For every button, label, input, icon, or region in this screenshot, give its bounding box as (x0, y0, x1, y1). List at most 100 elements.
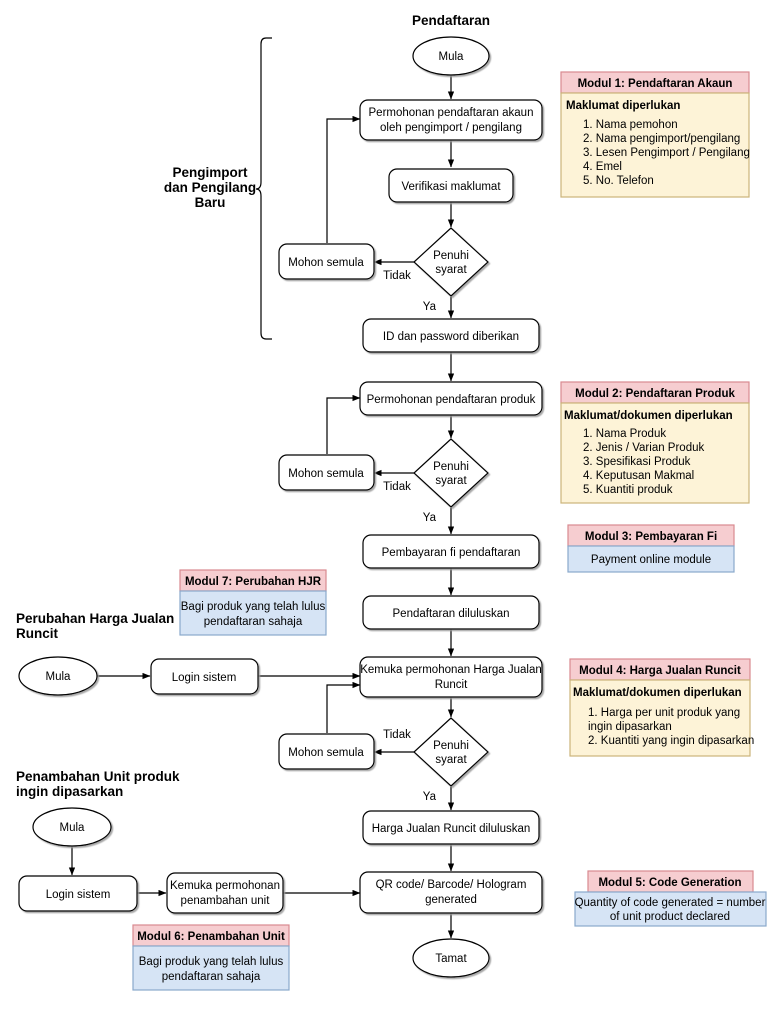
svg-text:Pendaftaran diluluskan: Pendaftaran diluluskan (393, 608, 510, 620)
module-body-line: Bagi produk yang telah lulus (181, 601, 326, 613)
svg-text:syarat: syarat (435, 475, 467, 487)
edge-label-ya-1: Ya (423, 301, 437, 313)
node-start-hjr[interactable]: Mula (18, 656, 98, 696)
module-body-line: Payment online module (591, 554, 711, 566)
edge-label-tidak-3: Tidak (383, 729, 411, 741)
edge-label-ya-3: Ya (423, 791, 437, 803)
module-title: Modul 1: Pendaftaran Akaun (578, 78, 733, 90)
svg-text:Mohon semula: Mohon semula (288, 747, 364, 759)
svg-text:Kemuka permohonan Harga Jualan: Kemuka permohonan Harga Jualan (360, 664, 542, 676)
svg-text:Baru: Baru (195, 195, 226, 210)
module-list-item: 2. Nama pengimport/pengilang (583, 133, 740, 145)
node-hjr-approved[interactable]: Harga Jualan Runcit diluluskan (362, 810, 540, 845)
module-list-item: 5. Kuantiti produk (583, 484, 673, 496)
node-account-request[interactable]: Permohonan pendaftaran akaun oleh pengim… (359, 99, 543, 141)
module-card-modul-5[interactable]: Modul 5: Code Generation Quantity of cod… (574, 870, 767, 927)
module-body-line: Bagi produk yang telah lulus (139, 956, 284, 968)
svg-text:Penuhi: Penuhi (433, 250, 469, 262)
node-payment-fee[interactable]: Pembayaran fi pendaftaran (362, 534, 540, 569)
module-list-item: 3. Lesen Pengimport / Pengilang (583, 147, 750, 159)
module-list-item: 1. Harga per unit produk yang (588, 707, 740, 719)
module-body-line: Quantity of code generated = number (575, 897, 766, 909)
module-card-modul-1[interactable]: Modul 1: Pendaftaran Akaun Maklumat dipe… (560, 71, 750, 198)
module-title: Modul 6: Penambahan Unit (137, 931, 285, 943)
module-title: Modul 2: Pendaftaran Produk (575, 388, 735, 400)
svg-text:syarat: syarat (435, 264, 467, 276)
node-start-main-label: Mula (439, 51, 465, 63)
node-hjr-request[interactable]: Kemuka permohonan Harga Jualan Runcit (359, 656, 543, 698)
svg-text:syarat: syarat (435, 754, 467, 766)
node-code-generated[interactable]: QR code/ Barcode/ Hologram generated (359, 871, 543, 914)
module-title: Modul 4: Harga Jualan Runcit (579, 665, 741, 677)
module-list-item: 4. Emel (583, 161, 622, 173)
node-start-unit[interactable]: Mula (32, 807, 112, 847)
node-reapply-1[interactable]: Mohon semula (278, 243, 375, 280)
svg-text:Permohonan pendaftaran produk: Permohonan pendaftaran produk (367, 394, 536, 406)
svg-text:Mohon semula: Mohon semula (288, 257, 364, 269)
svg-text:Runcit: Runcit (435, 679, 468, 691)
edge-label-tidak-1: Tidak (383, 270, 411, 282)
module-subtitle: Maklumat/dokumen diperlukan (564, 410, 733, 422)
svg-text:Runcit: Runcit (16, 626, 59, 641)
module-subtitle: Maklumat diperlukan (566, 100, 680, 112)
module-body-line: of unit product declared (610, 911, 730, 923)
node-login-unit[interactable]: Login sistem (18, 875, 138, 912)
svg-text:Tamat: Tamat (435, 953, 467, 965)
section-brace (255, 37, 272, 340)
module-body-line: pendaftaran sahaja (204, 616, 303, 628)
node-reapply-2[interactable]: Mohon semula (278, 454, 375, 491)
svg-text:Verifikasi maklumat: Verifikasi maklumat (401, 181, 501, 193)
node-decision-2[interactable]: Penuhi syarat (413, 438, 489, 508)
module-subtitle: Maklumat/dokumen diperlukan (573, 687, 742, 699)
edges (68, 63, 455, 939)
svg-text:Penuhi: Penuhi (433, 461, 469, 473)
module-card-modul-6[interactable]: Modul 6: Penambahan Unit Bagi produk yan… (132, 924, 290, 991)
module-list-item: 1. Nama pemohon (583, 119, 678, 131)
svg-text:Pembayaran fi pendaftaran: Pembayaran fi pendaftaran (382, 547, 521, 559)
node-verify-info[interactable]: Verifikasi maklumat (388, 168, 514, 203)
svg-text:Penuhi: Penuhi (433, 740, 469, 752)
svg-text:Permohonan pendaftaran akaun: Permohonan pendaftaran akaun (369, 107, 534, 119)
node-decision-1[interactable]: Penuhi syarat (413, 227, 489, 297)
svg-text:Perubahan Harga Jualan: Perubahan Harga Jualan (16, 611, 174, 626)
svg-text:Mula: Mula (46, 671, 72, 683)
svg-text:Login sistem: Login sistem (172, 672, 237, 684)
module-body-line: pendaftaran sahaja (162, 971, 261, 983)
node-unit-request[interactable]: Kemuka permohonan penambahan unit (166, 872, 284, 914)
svg-text:Mula: Mula (60, 822, 86, 834)
svg-text:QR code/ Barcode/ Hologram: QR code/ Barcode/ Hologram (376, 879, 527, 891)
module-title: Modul 5: Code Generation (598, 877, 741, 889)
module-card-modul-4[interactable]: Modul 4: Harga Jualan Runcit Maklumat/do… (569, 658, 754, 757)
module-card-modul-2[interactable]: Modul 2: Pendaftaran Produk Maklumat/dok… (560, 381, 750, 504)
section-label-unit: Penambahan Unit produk ingin dipasarkan (16, 769, 180, 799)
node-product-request[interactable]: Permohonan pendaftaran produk (359, 381, 543, 416)
node-start-main[interactable]: Mula (412, 36, 490, 76)
node-registration-approved[interactable]: Pendaftaran diluluskan (362, 595, 540, 630)
module-list-item: 2. Jenis / Varian Produk (583, 442, 704, 454)
module-title: Modul 7: Perubahan HJR (185, 576, 322, 588)
module-list-item: 3. Spesifikasi Produk (583, 456, 691, 468)
module-list-item: 5. No. Telefon (583, 175, 654, 187)
svg-text:oleh pengimport / pengilang: oleh pengimport / pengilang (380, 122, 522, 134)
module-card-modul-3[interactable]: Modul 3: Pembayaran Fi Payment online mo… (567, 524, 735, 573)
edge-label-tidak-2: Tidak (383, 481, 411, 493)
svg-text:Kemuka permohonan: Kemuka permohonan (170, 880, 280, 892)
svg-text:Pengimport: Pengimport (172, 165, 248, 180)
section-label-hjr: Perubahan Harga Jualan Runcit (16, 611, 174, 641)
svg-text:Harga Jualan Runcit diluluskan: Harga Jualan Runcit diluluskan (372, 823, 531, 835)
svg-text:penambahan unit: penambahan unit (181, 895, 271, 907)
svg-text:Login sistem: Login sistem (46, 889, 111, 901)
svg-text:Penambahan Unit produk: Penambahan Unit produk (16, 769, 180, 784)
module-title: Modul 3: Pembayaran Fi (585, 531, 717, 543)
page-title: Pendaftaran (412, 13, 490, 28)
section-label-pengimport: Pengimport dan Pengilang Baru (164, 165, 256, 210)
node-login-hjr[interactable]: Login sistem (150, 658, 259, 695)
node-decision-3[interactable]: Penuhi syarat (413, 717, 489, 787)
module-card-modul-7[interactable]: Modul 7: Perubahan HJR Bagi produk yang … (179, 569, 327, 636)
svg-text:dan Pengilang: dan Pengilang (164, 180, 256, 195)
node-reapply-3[interactable]: Mohon semula (278, 733, 375, 770)
edge-label-ya-2: Ya (423, 512, 437, 524)
node-end-main[interactable]: Tamat (412, 938, 490, 978)
node-id-password[interactable]: ID dan password diberikan (362, 318, 540, 353)
